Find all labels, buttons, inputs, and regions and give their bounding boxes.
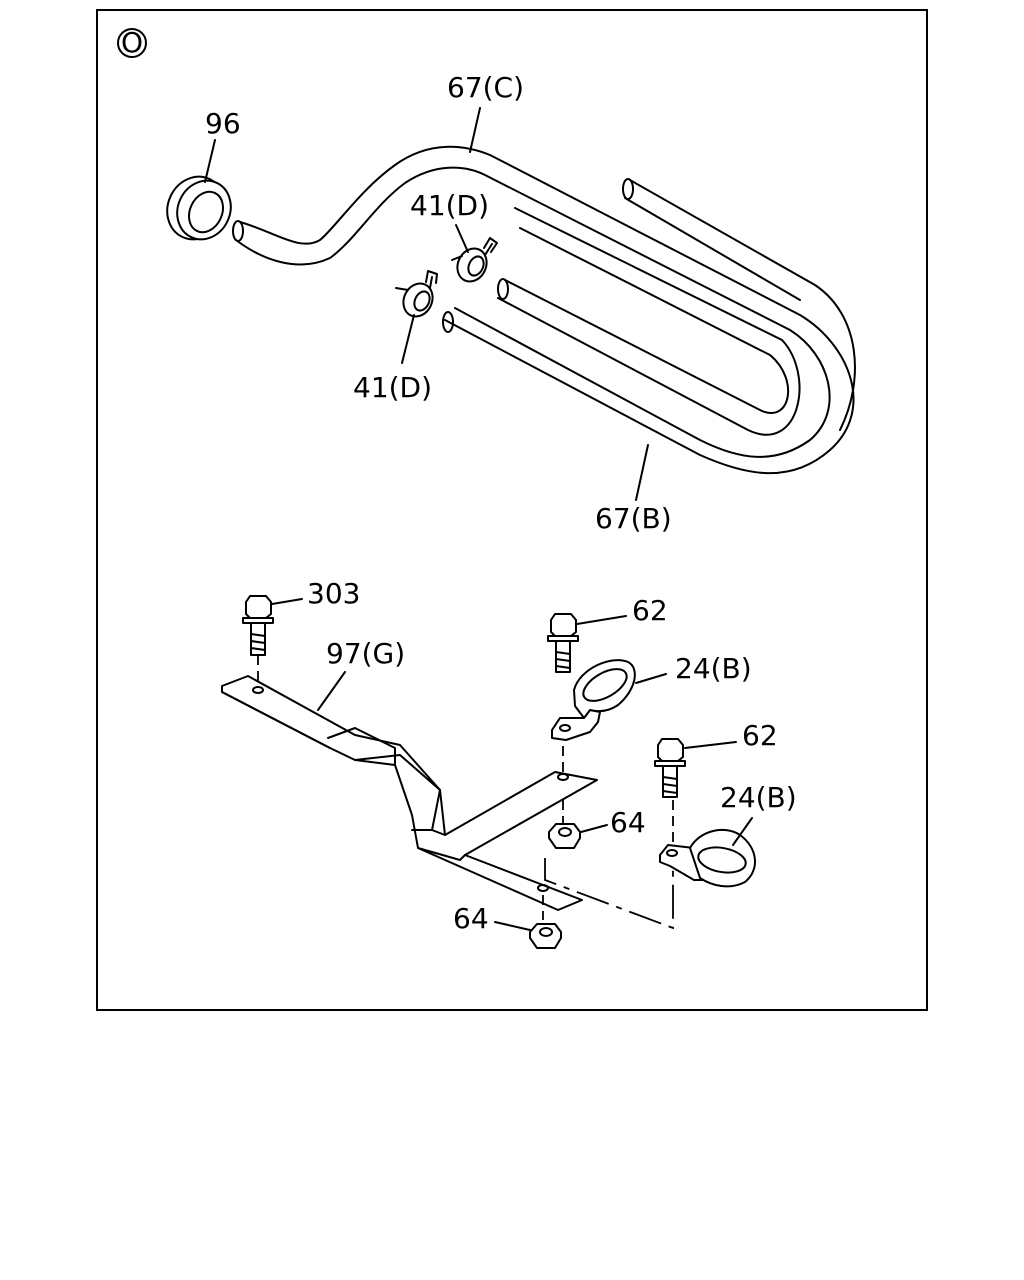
label-clip-24b-lower: 24(B) — [720, 781, 797, 814]
clamp-41d-upper — [451, 237, 498, 283]
hose-67c — [232, 145, 856, 475]
bracket-97g — [221, 675, 598, 911]
label-bolt-62-upper: 62 — [632, 594, 668, 627]
assembly-lines — [257, 655, 674, 930]
label-clamp-41d-lower: 41(D) — [353, 371, 432, 404]
label-hose-67c: 67(C) — [447, 71, 524, 104]
clip-24b-upper — [551, 659, 636, 741]
bolt-62-upper — [547, 613, 579, 673]
label-nut-64-lower: 64 — [453, 902, 489, 935]
view-marker-letter: O — [121, 26, 143, 59]
label-clip-24b-upper: 24(B) — [675, 652, 752, 685]
view-marker: O — [117, 26, 147, 59]
label-clamp-41d-upper: 41(D) — [410, 189, 489, 222]
label-bolt-62-lower: 62 — [742, 719, 778, 752]
label-bracket-97g: 97(G) — [326, 637, 405, 670]
nut-64-lower — [529, 923, 562, 949]
grommet-96 — [166, 175, 232, 241]
clip-24b-lower — [659, 828, 756, 888]
part-labels: 67(C) 96 41(D) 41(D) 67(B) 303 97(G) 62 … — [205, 71, 797, 935]
label-hose-67b: 67(B) — [595, 502, 672, 535]
label-nut-64-upper: 64 — [610, 806, 646, 839]
diagram-frame — [96, 9, 928, 1011]
nut-64-upper — [548, 823, 581, 849]
label-bolt-303: 303 — [307, 577, 360, 610]
bolt-62-lower — [654, 738, 686, 798]
bolt-303 — [242, 595, 274, 656]
clamp-41d-lower — [395, 270, 438, 318]
hose-67b — [442, 207, 801, 436]
label-grommet-96: 96 — [205, 107, 241, 140]
leader-lines — [204, 107, 753, 931]
